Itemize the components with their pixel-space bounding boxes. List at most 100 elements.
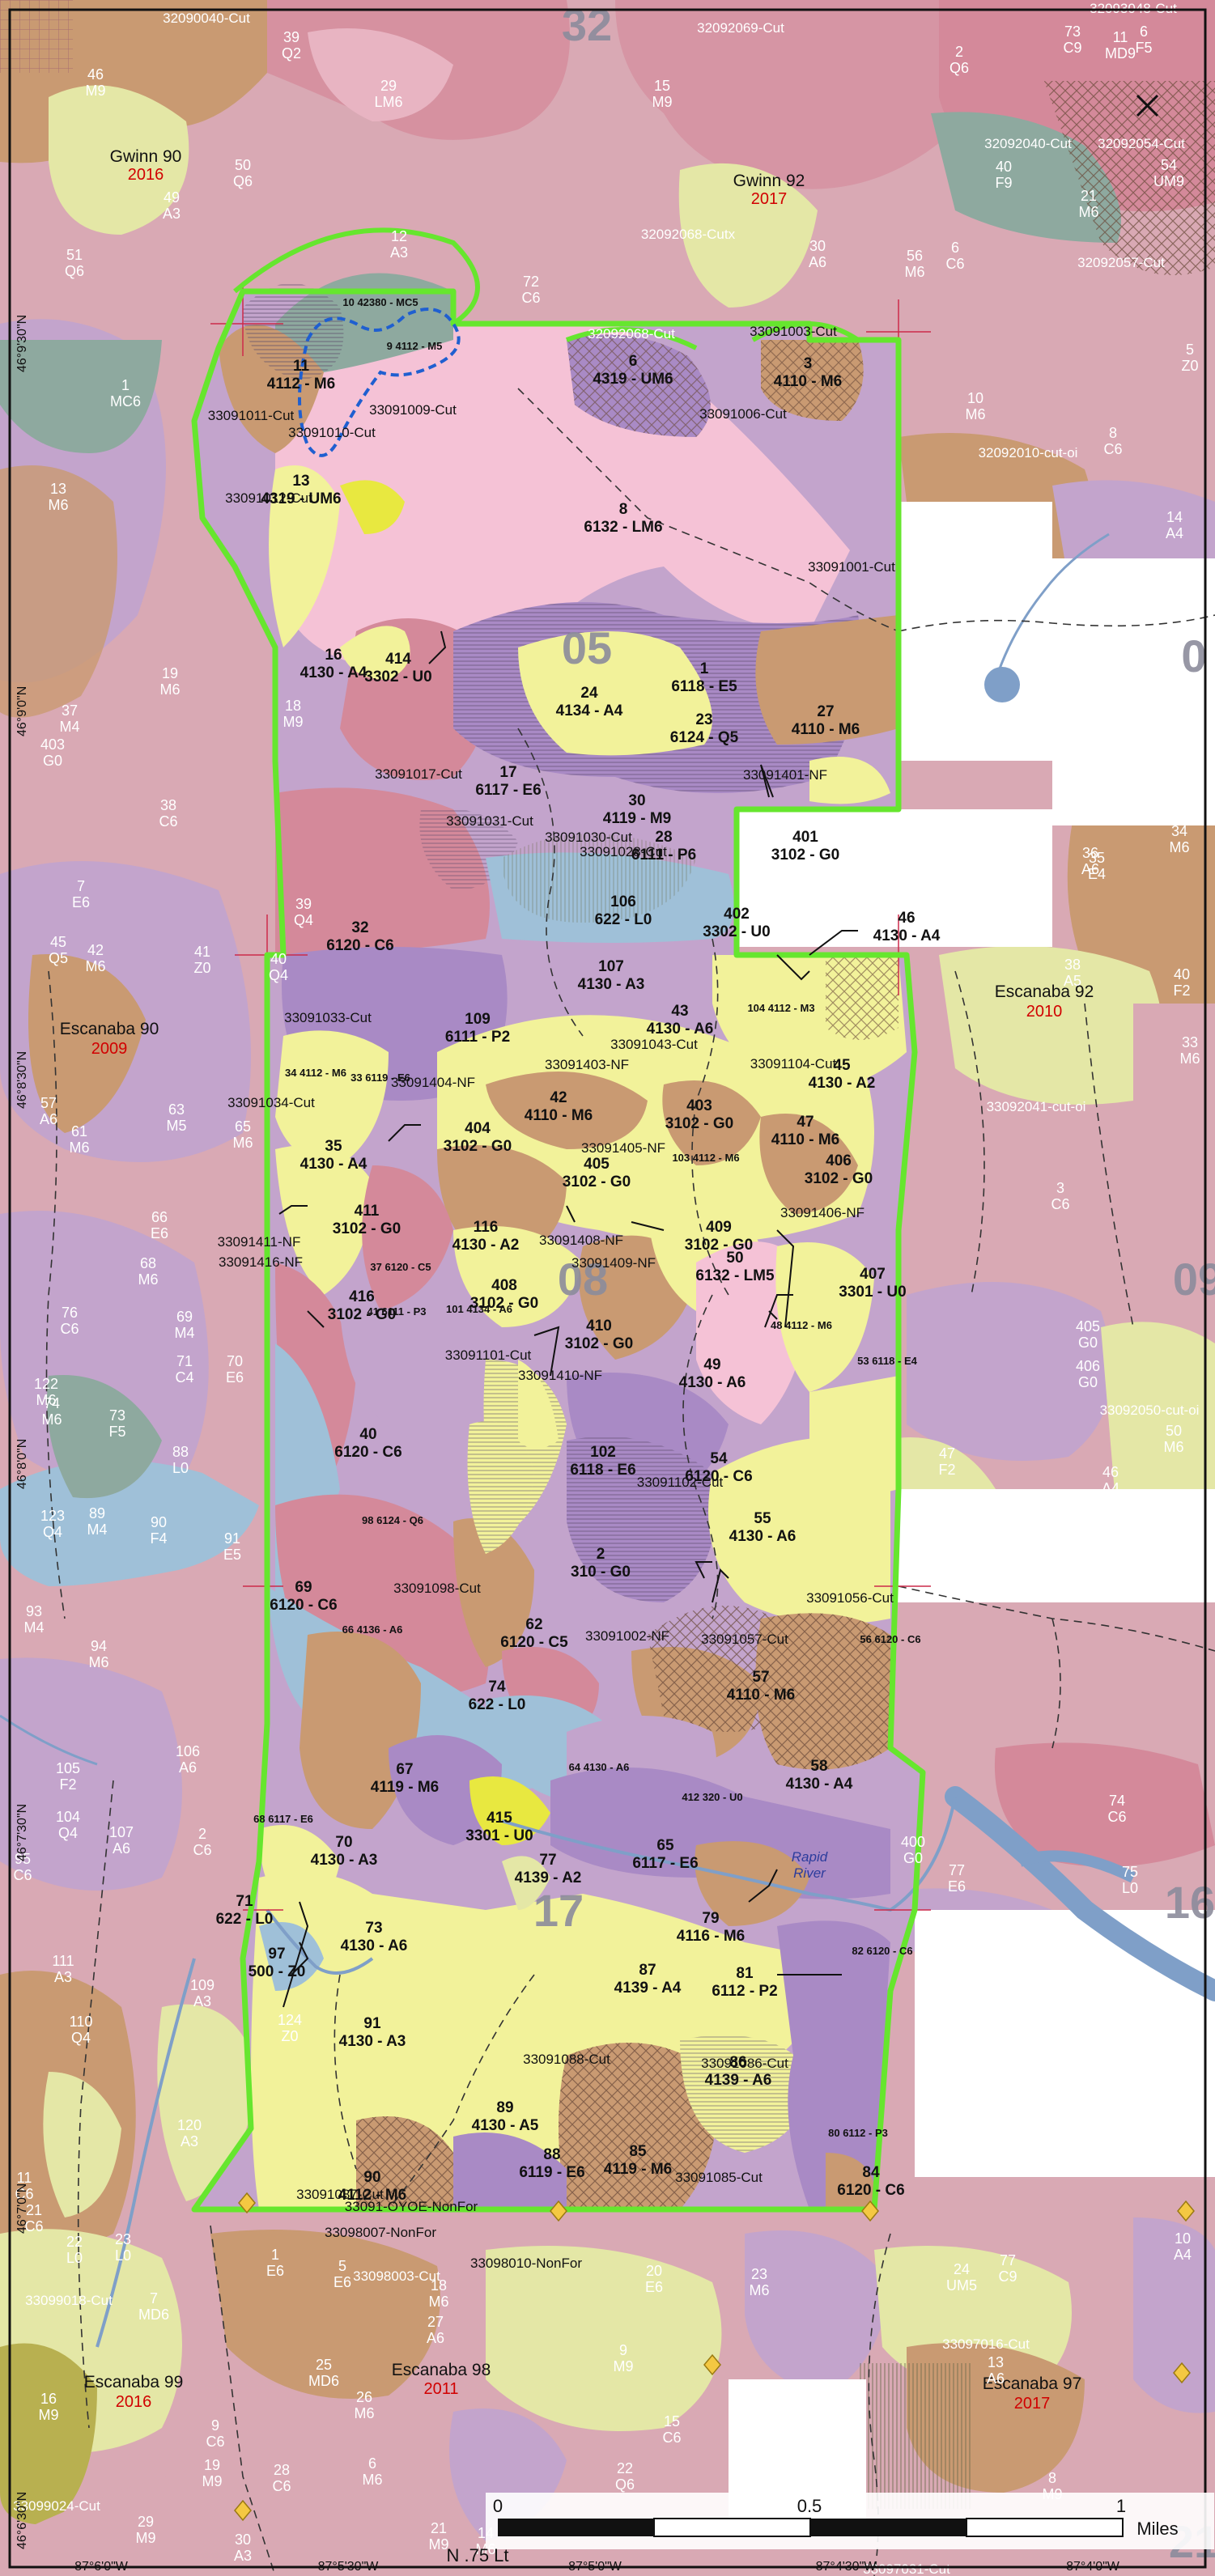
stand-cover-type: 3102 - G0 [665, 1115, 734, 1132]
lat-label: 46°8'30"N [15, 1051, 29, 1109]
outside-stand-type: MD6 [308, 2373, 339, 2389]
stand-number: 42 [550, 1089, 567, 1106]
outside-stand-type: Q6 [65, 263, 84, 279]
stand-cover-type: 6120 - C6 [837, 2182, 904, 2199]
compartment-year: 2016 [128, 166, 164, 184]
outside-stand-type: F9 [995, 175, 1012, 191]
stand-number: 411 [355, 1203, 380, 1220]
outside-stand-type: M4 [87, 1521, 107, 1538]
stand-number: 69 [295, 1579, 312, 1596]
stand-cover-type: 3302 - U0 [703, 923, 770, 940]
outside-stand-number: 2 [198, 1826, 206, 1842]
outside-stand-type: C9 [1063, 40, 1081, 56]
outside-stand-number: 9 [211, 2417, 219, 2434]
outside-stand-type: Z0 [915, 1932, 932, 1948]
outside-stand-type: A3 [163, 206, 181, 222]
outside-stand-number: 47 [939, 1445, 955, 1462]
stand-number: 24 [580, 685, 598, 702]
stand-cover-type: 4130 - A4 [300, 664, 367, 681]
stand-cover-type: 4116 - M6 [677, 1928, 746, 1945]
outside-stand-type: M6 [1078, 204, 1098, 220]
treatment-label: 33091404-NF [391, 1075, 475, 1090]
outside-stand-type: F2 [59, 1776, 76, 1793]
outside-stand-number: 66 [151, 1209, 168, 1225]
outside-stand-type: M6 [428, 2294, 448, 2310]
stand-cover-type: 622 - L0 [469, 1696, 526, 1713]
outside-stand-type: A5 [1064, 973, 1081, 989]
stand-number: 74 [488, 1678, 506, 1695]
outside-stand-number: 38 [160, 797, 176, 813]
outside-stand-number: 5 [1186, 342, 1194, 358]
outside-stand-type: Z0 [193, 960, 210, 976]
treatment-label: 33091028-Cut [580, 844, 667, 859]
outside-treatment-label: 33098003-Cut [353, 2268, 440, 2284]
stand-number: 62 [525, 1616, 542, 1633]
treatment-label: 33091033-Cut [284, 1010, 372, 1025]
small-stand-label: 103 4112 - M6 [672, 1152, 739, 1164]
outside-stand-number: 44 [916, 1916, 932, 1932]
outside-stand-number: 403 [40, 736, 65, 753]
treatment-label: 33091034-Cut [227, 1095, 315, 1110]
river-name-line1: Rapid [792, 1849, 828, 1865]
outside-stand-type: G0 [1078, 1374, 1098, 1390]
treatment-label: 33091002-NF [585, 1628, 669, 1644]
outside-stand-number: 50 [235, 157, 251, 173]
outside-stand-number: 30 [235, 2531, 251, 2548]
stand-cover-type: 6120 - C6 [685, 1468, 752, 1485]
section-17: 17 [533, 1885, 584, 1936]
trails [45, 388, 1215, 2576]
outside-stand-number: 111 [52, 1953, 74, 1969]
outside-stand-type: C6 [159, 813, 177, 830]
outside-stand-type: M9 [38, 2407, 58, 2423]
stand-number: 414 [385, 651, 411, 668]
stand-cover-type: 4130 - A6 [647, 1021, 714, 1038]
outside-stand-number: 65 [235, 1118, 251, 1135]
outside-stand-number: 75 [1122, 1864, 1138, 1880]
stand-number: 17 [499, 764, 516, 781]
outside-stand-number: 73 [1064, 23, 1081, 40]
treatment-label: 33091031-Cut [446, 813, 533, 829]
outside-stand-number: 16 [1131, 563, 1147, 579]
section-16: 16 [1165, 1877, 1215, 1928]
outside-stand-type: Q4 [269, 967, 288, 983]
outside-stand-number: 106 [176, 1743, 200, 1759]
outside-stand-type: M9 [652, 94, 672, 110]
outside-stand-number: 400 [901, 1834, 925, 1850]
outside-stand-number: 21 [1081, 188, 1097, 204]
outside-stand-number: 27 [427, 2314, 444, 2330]
stand-cover-type: 6120 - C6 [270, 1597, 337, 1614]
stand-number: 89 [496, 2099, 513, 2116]
stand-number: 407 [860, 1266, 886, 1283]
stand-cover-type: 3102 - G0 [805, 1170, 873, 1187]
outside-stand-number: 109 [190, 1977, 215, 1993]
water-features [0, 533, 1215, 2348]
outside-stand-type: E6 [226, 1369, 244, 1386]
stand-number: 11 [293, 358, 310, 375]
stand-cover-type: 6117 - E6 [475, 782, 541, 799]
treatment-label: 33091104-Cut [750, 1056, 837, 1072]
outside-stand-number: 40 [1174, 966, 1190, 982]
outside-stand-number: 91 [224, 1530, 240, 1547]
outside-stand-type: A6 [113, 1840, 130, 1857]
outside-stand-type: M6 [36, 1392, 56, 1408]
treatment-label: 33091043-Cut [610, 1037, 698, 1052]
outside-stand-type: M6 [1179, 1050, 1200, 1067]
rapid-river [266, 1796, 957, 1975]
stand-number: 16 [325, 647, 342, 664]
stand-cover-type: 4130 - A3 [578, 976, 645, 993]
small-stand-label: 48 4112 - M6 [771, 1319, 832, 1331]
outside-stand-type: C6 [13, 1867, 32, 1883]
outside-stand-type: Q4 [294, 912, 313, 928]
stand-cover-type: 6112 - P2 [712, 1983, 777, 2000]
outside-stand-type: M6 [749, 2282, 769, 2298]
outside-stand-number: 77 [949, 1862, 965, 1878]
outside-stand-number: 11 [17, 2170, 32, 2186]
outside-stand-type: M6 [88, 1654, 108, 1670]
small-stand-label: 64 4130 - A6 [569, 1761, 630, 1773]
stand-cover-type: 4130 - A4 [300, 1156, 367, 1173]
compartment-boundary [191, 288, 926, 2213]
outside-stand-type: A4 [1166, 525, 1183, 541]
treatment-label: 33091410-NF [518, 1368, 602, 1383]
outside-stand-type: M6 [69, 1139, 89, 1156]
outside-stand-number: 74 [44, 1395, 60, 1411]
